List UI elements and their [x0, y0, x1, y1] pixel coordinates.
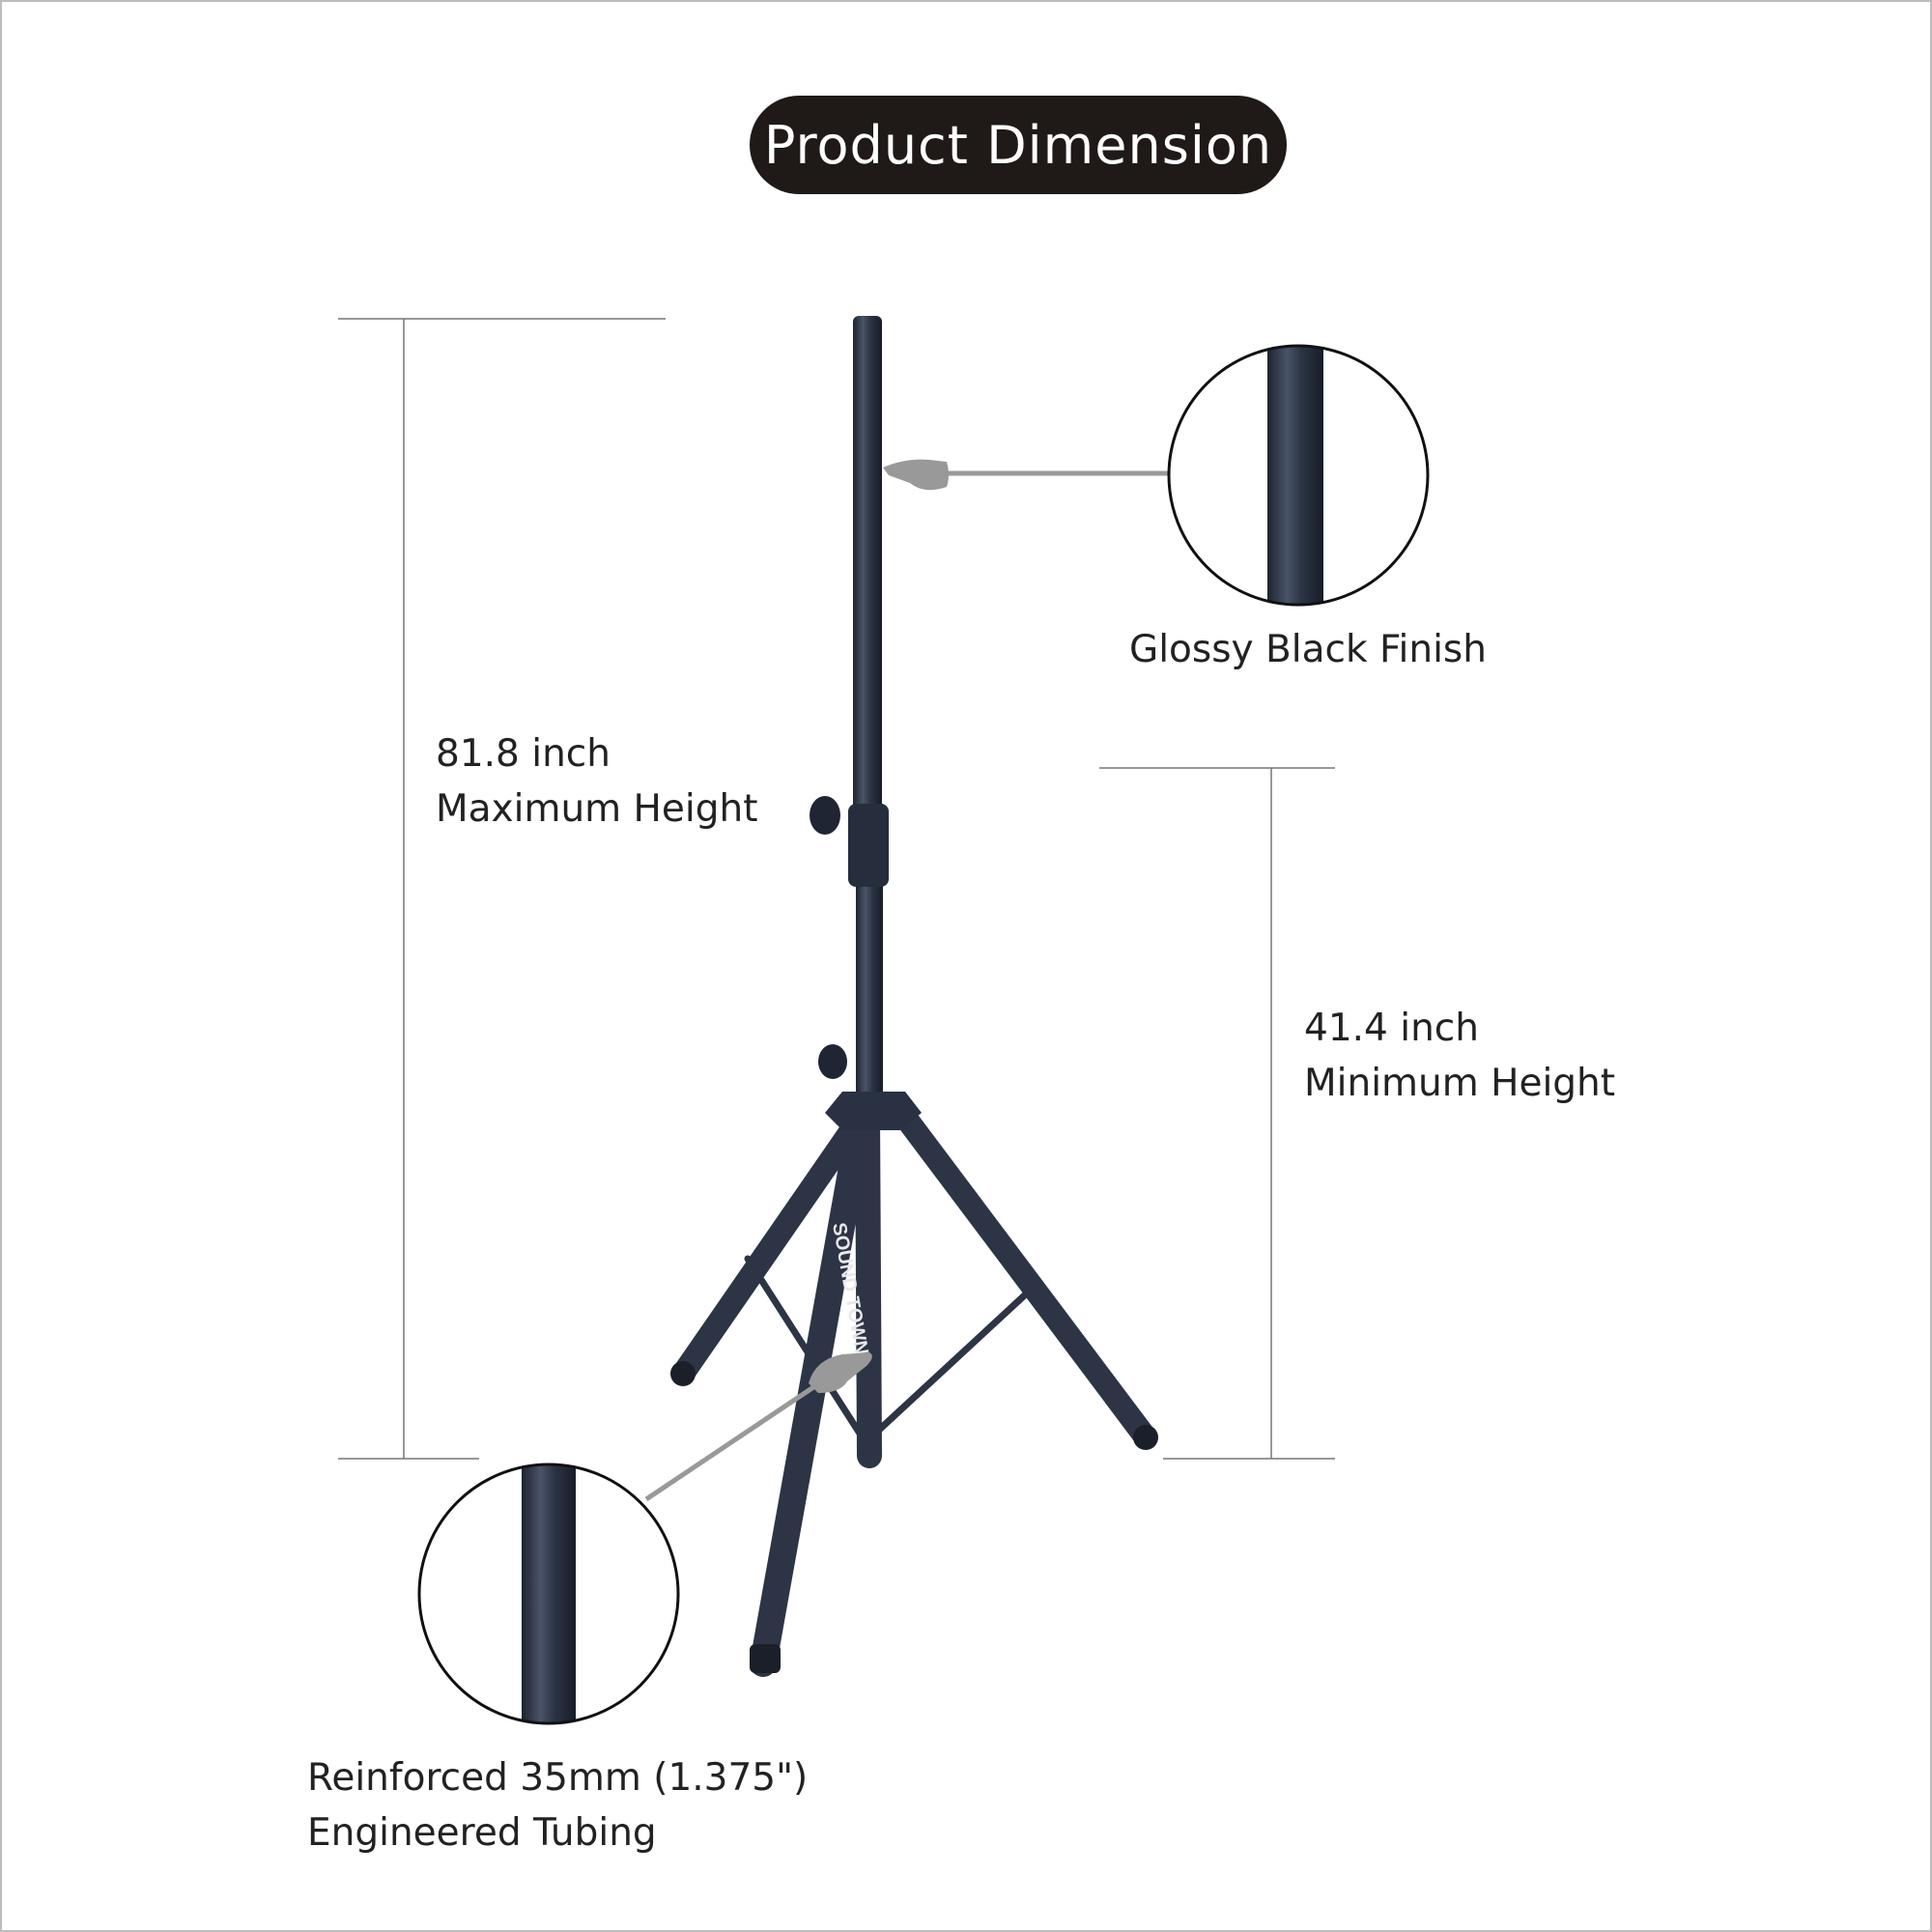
tripod-legs	[671, 1100, 1157, 1677]
tubing-label: Reinforced 35mm (1.375") Engineered Tubi…	[307, 1750, 808, 1861]
leg-feet	[670, 1361, 1158, 1673]
lower-knob	[818, 1044, 847, 1079]
upper-pole	[853, 316, 882, 818]
tubing-line-1: Reinforced 35mm (1.375")	[307, 1756, 809, 1800]
finish-detail-circle	[1167, 344, 1430, 607]
tubing-detail-circle	[417, 1463, 680, 1725]
finish-label: Glossy Black Finish	[1129, 628, 1487, 671]
max-height-label: 81.8 inch Maximum Height	[436, 726, 757, 837]
max-height-value: 81.8 inch	[436, 732, 611, 776]
tubing-line-2: Engineered Tubing	[307, 1811, 657, 1855]
pointing-hand-icon	[883, 459, 949, 491]
min-height-caption: Minimum Height	[1304, 1062, 1616, 1105]
tubing-pointer-line	[644, 1367, 841, 1502]
min-height-bracket	[1099, 767, 1335, 1460]
page-title: Product Dimension	[750, 96, 1287, 194]
max-height-bracket	[338, 318, 666, 1460]
max-height-caption: Maximum Height	[436, 787, 758, 831]
min-height-label: 41.4 inch Minimum Height	[1304, 1001, 1615, 1111]
leg-hub	[825, 1092, 922, 1130]
pointing-hand-icon	[809, 1352, 872, 1393]
height-clamp	[848, 804, 889, 887]
clamp-knob	[810, 796, 840, 835]
min-height-value: 41.4 inch	[1304, 1007, 1479, 1050]
